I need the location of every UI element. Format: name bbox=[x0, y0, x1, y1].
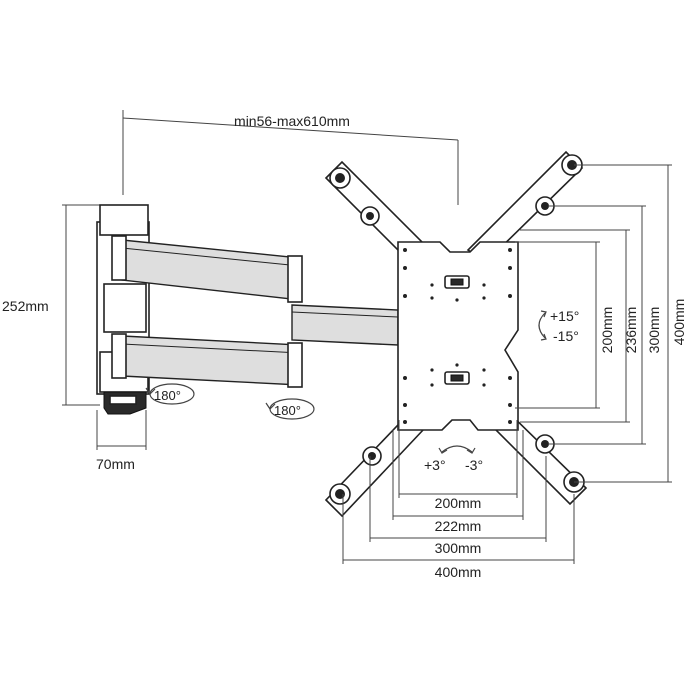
swivel-arm-label: 180° bbox=[274, 403, 301, 418]
vesa-h-400-label: 400mm bbox=[435, 564, 482, 580]
vesa-v-236-label: 236mm bbox=[623, 307, 639, 354]
vesa-v-400-label: 400mm bbox=[671, 299, 687, 346]
wall-plate-height-dimension: 252mm bbox=[2, 204, 100, 406]
tilt-down-label: -15° bbox=[553, 328, 579, 344]
arm-extension-label: min56-max610mm bbox=[234, 113, 350, 129]
tilt-indicator: +15° -15° bbox=[538, 308, 579, 344]
vesa-v-300-label: 300mm bbox=[646, 307, 662, 354]
rotate-right-label: -3° bbox=[465, 457, 483, 473]
swivel-arm-icon: 180° bbox=[265, 398, 315, 420]
vesa-h-222-label: 222mm bbox=[435, 518, 482, 534]
swivel-wall-label: 180° bbox=[154, 388, 181, 403]
tilt-up-label: +15° bbox=[550, 308, 579, 324]
vesa-plate bbox=[397, 241, 519, 431]
rotate-indicator: +3° -3° bbox=[424, 445, 483, 473]
articulating-arms bbox=[111, 235, 399, 388]
swivel-wall-icon: 180° bbox=[145, 383, 195, 405]
wall-plate-width-label: 70mm bbox=[96, 456, 135, 472]
vesa-h-300-label: 300mm bbox=[435, 540, 482, 556]
wall-plate-height-label: 252mm bbox=[2, 298, 49, 314]
rotate-left-label: +3° bbox=[424, 457, 446, 473]
arm-extension-dimension: min56-max610mm bbox=[122, 110, 459, 205]
vesa-vertical-dimensions: 200mm 236mm 300mm 400mm bbox=[515, 164, 687, 483]
vesa-horizontal-dimensions: 200mm 222mm 300mm 400mm bbox=[342, 420, 575, 580]
vesa-h-200-label: 200mm bbox=[435, 495, 482, 511]
vesa-v-200-label: 200mm bbox=[599, 307, 615, 354]
wall-plate-width-dimension: 70mm bbox=[96, 410, 147, 472]
